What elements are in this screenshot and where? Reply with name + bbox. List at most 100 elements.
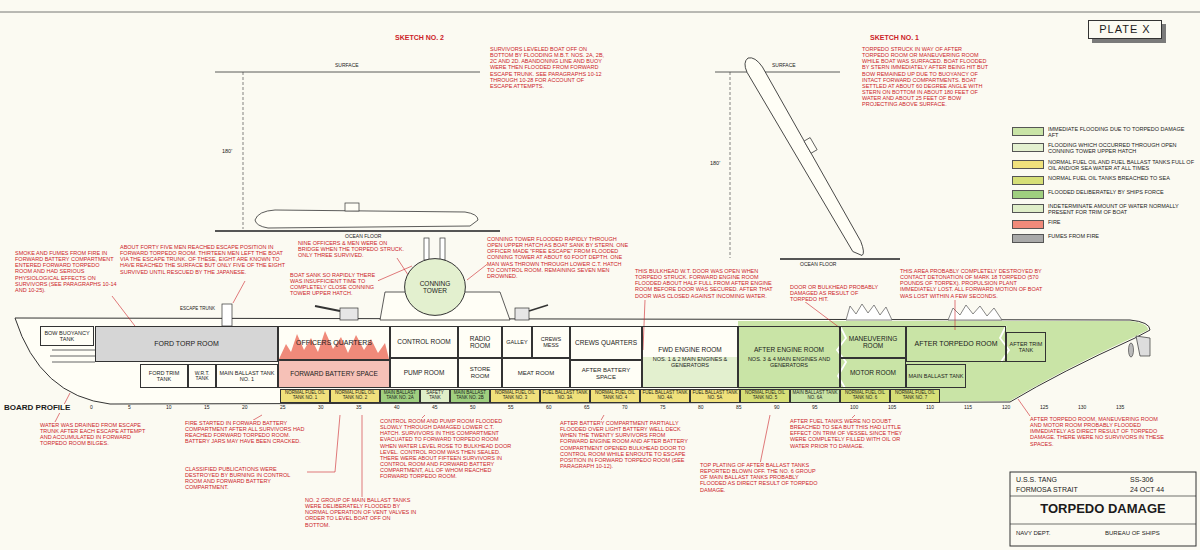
tank-box: AFTER TRIM TANK: [1006, 332, 1046, 362]
frame-number: 70: [622, 405, 628, 411]
depth-label: 180': [710, 160, 720, 166]
compartment-label: W.R.T. TANK: [190, 371, 214, 382]
legend-swatch: [1012, 190, 1044, 199]
compartment-label: CREWS QUARTERS: [572, 339, 640, 346]
compartment-label: CREWS MESS: [534, 336, 568, 348]
compartment-label: FORWARD BATTERY SPACE: [280, 370, 388, 377]
compartment-label: STORE ROOM: [460, 366, 500, 379]
tank-box: FUEL BALLAST TANK NO. 3A: [540, 389, 590, 403]
tank-box: NORMAL FUEL OIL TANK NO. 7: [890, 389, 940, 403]
legend-text: FIRE: [1048, 219, 1195, 225]
compartment-label: NORMAL FUEL OIL TANK NO. 4: [592, 391, 638, 401]
compartment-label: PUMP ROOM: [392, 369, 456, 376]
compartment-label: NORMAL FUEL OIL TANK NO. 6: [842, 391, 888, 401]
compartment-label: CONNING TOWER: [412, 280, 458, 294]
legend-swatch: [1012, 127, 1044, 136]
note: BOAT SANK SO RAPIDLY THERE WAS INSUFFICI…: [290, 272, 378, 297]
compartment-label: OFFICERS QUARTERS: [280, 339, 388, 347]
note: CLASSIFIED PUBLICATIONS WERE DESTROYED B…: [185, 466, 307, 491]
torpedo-tube: [52, 361, 95, 362]
legend-swatch: [1012, 204, 1044, 213]
compartment-box: MANEUVERING ROOM: [840, 326, 906, 358]
note: SURVIVORS LEVELED BOAT OFF ON BOTTOM BY …: [490, 46, 605, 89]
legend-swatch: [1012, 220, 1044, 229]
frame-number: 75: [660, 405, 666, 411]
torpedo-tube: [50, 355, 95, 356]
submarine-silhouette: [741, 54, 869, 259]
floor-label: OCEAN FLOOR: [345, 234, 381, 240]
frame-number: 65: [584, 405, 590, 411]
note: THIS AREA PROBABLY COMPLETELY DESTROYED …: [900, 268, 1050, 299]
compartment-box: CONTROL ROOM: [390, 326, 458, 358]
compartment-label: FORD TORP ROOM: [97, 340, 276, 348]
frame-number: 110: [926, 405, 934, 411]
legend-text: FLOODING WHICH OCCURRED THROUGH OPEN CON…: [1048, 142, 1195, 154]
tank-box: MAIN BALLAST TANK NO. 2B: [450, 389, 490, 403]
frame-number: 45: [432, 405, 438, 411]
surface-label: SURFACE: [772, 63, 796, 69]
compartment-label: BOW BUOYANCY TANK: [42, 330, 92, 342]
compartment-label: NORMAL FUEL OIL TANK NO. 5: [742, 391, 788, 401]
frame-number: 60: [546, 405, 552, 411]
note: SMOKE AND FUMES FROM FIRE IN FORWARD BAT…: [15, 250, 117, 293]
note: WATER WAS DRAINED FROM ESCAPE TRUNK AFTE…: [40, 422, 150, 447]
compartment-label: AFTER TRIM TANK: [1008, 341, 1044, 353]
tank-box: NORMAL FUEL OIL TANK NO. 1: [280, 389, 330, 403]
sketch-title: SKETCH NO. 1: [870, 34, 919, 42]
legend-row: FUMES FROM FIRE: [1012, 233, 1195, 239]
compartment-label: PLATE X: [1090, 23, 1160, 35]
frame-number: 95: [812, 405, 818, 411]
sinking-submarine: [741, 51, 874, 259]
legend-row: NORMAL FUEL OIL AND FUEL BALLAST TANKS F…: [1012, 159, 1195, 171]
compartment-label: NORMAL FUEL OIL TANK NO. 7: [892, 391, 938, 401]
title-block-rule: [1010, 524, 1196, 525]
compartment-box: FORWARD BATTERY SPACE: [278, 360, 390, 388]
plate-box: PLATE X: [1088, 20, 1162, 39]
legend-text: NORMAL FUEL OIL AND FUEL BALLAST TANKS F…: [1048, 159, 1195, 171]
frame-number: 90: [774, 405, 780, 411]
compartment-label: CONTROL ROOM: [392, 338, 456, 345]
compartment-label: FUEL BALLAST TANK NO. 4A: [642, 391, 688, 401]
note: TOP PLATING OF AFTER BALLAST TANKS REPOR…: [700, 462, 820, 493]
compartment-box: AFTER ENGINE ROOMNOS. 3 & 4 MAIN ENGINES…: [738, 326, 840, 388]
frame-number: 35: [356, 405, 362, 411]
compartment-label: FUEL BALLAST TANK NO. 5A: [692, 391, 738, 401]
compartment-box: RADIO ROOM: [458, 326, 502, 358]
compartment-box: MOTOR ROOM: [840, 358, 906, 388]
compartment-label: MAIN BALLAST TANK NO. 2B: [452, 391, 488, 401]
legend-row: FLOODED DELIBERATELY BY SHIPS FORCE: [1012, 189, 1195, 195]
frame-number: 135: [1116, 405, 1124, 411]
frame-number: 125: [1040, 405, 1048, 411]
tank-box: MAIN BALLAST TANK NO. 1: [216, 364, 278, 388]
escape-trunk: [222, 304, 232, 326]
compartment-box: MEAT ROOM: [502, 358, 570, 388]
note: CONTROL ROOM AND PUMP ROOM FLOODED SLOWL…: [380, 418, 512, 480]
compartment-label: FUEL BALLAST TANK NO. 3A: [542, 391, 588, 401]
note: AFTER TORPEDO ROOM, MANEUVERING ROOM AND…: [1030, 416, 1170, 447]
tank-box: MAIN BALLAST TANK: [906, 364, 966, 388]
submarine-silhouette: [255, 210, 478, 228]
leader-line: [800, 298, 840, 328]
note: AFTER BATTERY COMPARTMENT PARTIALLY FLOO…: [560, 420, 692, 469]
note: CONNING TOWER FLOODED RAPIDLY THROUGH OP…: [487, 236, 629, 279]
frame-number: 0: [90, 405, 93, 411]
note: TORPEDO STRUCK IN WAY OF AFTER TORPEDO R…: [862, 46, 990, 108]
frame-number: 115: [964, 405, 972, 411]
frame-number: 10: [166, 405, 172, 411]
compartment-label: NORMAL FUEL OIL TANK NO. 1: [282, 391, 328, 401]
leader-line: [1018, 399, 1030, 416]
conning-tower-shape: [405, 259, 466, 316]
legend-text: FUMES FROM FIRE: [1048, 233, 1195, 239]
compartment-box: FWD ENGINE ROOMNOS. 1 & 2 MAIN ENGINES &…: [642, 326, 738, 388]
tank-box: NORMAL FUEL OIL TANK NO. 3: [490, 389, 540, 403]
surface-label: SURFACE: [335, 63, 359, 69]
legend-row: NORMAL FUEL OIL TANKS BREACHED TO SEA: [1012, 175, 1195, 181]
compartment-box: STORE ROOM: [458, 358, 502, 388]
torn-plating: [948, 305, 1002, 320]
frame-number: 20: [242, 405, 248, 411]
frame-number: 55: [508, 405, 514, 411]
legend-swatch: [1012, 160, 1044, 169]
legend-text: NORMAL FUEL OIL TANKS BREACHED TO SEA: [1048, 175, 1195, 181]
tank-box: NORMAL FUEL OIL TANK NO. 4: [590, 389, 640, 403]
conning-tower-silhouette: [804, 138, 817, 154]
